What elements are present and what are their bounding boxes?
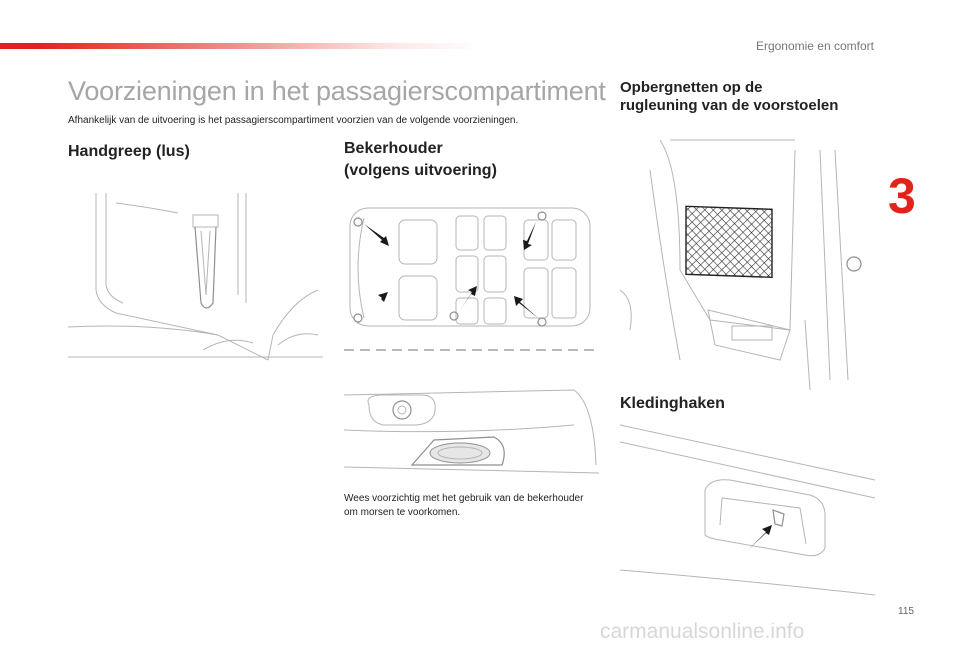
bekerhouder-title-line2: (volgens uitvoering)	[344, 162, 497, 179]
cabin-top-view-illustration	[344, 207, 599, 351]
section-title-bekerhouder: Bekerhouder (volgens uitvoering)	[344, 138, 497, 182]
section-title-kledinghaken: Kledinghaken	[620, 395, 725, 412]
page-title: Voorzieningen in het passagierscompartim…	[68, 76, 606, 106]
chapter-number: 3	[888, 168, 916, 224]
section-title-opbergnetten: Opbergnetten op de rugleuning van de voo…	[620, 79, 838, 115]
bekerhouder-title-line1: Bekerhouder	[344, 140, 443, 157]
running-header: Ergonomie en comfort	[755, 39, 874, 53]
header-accent-bar	[0, 43, 480, 49]
grab-handle-illustration	[67, 193, 323, 361]
page-number: 115	[898, 606, 914, 617]
coat-hook-illustration	[619, 424, 876, 596]
section-title-handgreep: Handgreep (lus)	[68, 143, 190, 160]
intro-text: Afhankelijk van de uitvoering is het pas…	[68, 115, 519, 126]
opbergnetten-title-line1: Opbergnetten op de	[620, 79, 763, 96]
cup-holder-detail-illustration	[343, 389, 600, 474]
watermark: carmanualsonline.info	[600, 620, 805, 643]
opbergnetten-title-line2: rugleuning van de voorstoelen	[620, 97, 839, 114]
cup-holder-note: Wees voorzichtig met het gebruik van de …	[344, 493, 584, 518]
seat-back-net-illustration	[619, 139, 862, 391]
